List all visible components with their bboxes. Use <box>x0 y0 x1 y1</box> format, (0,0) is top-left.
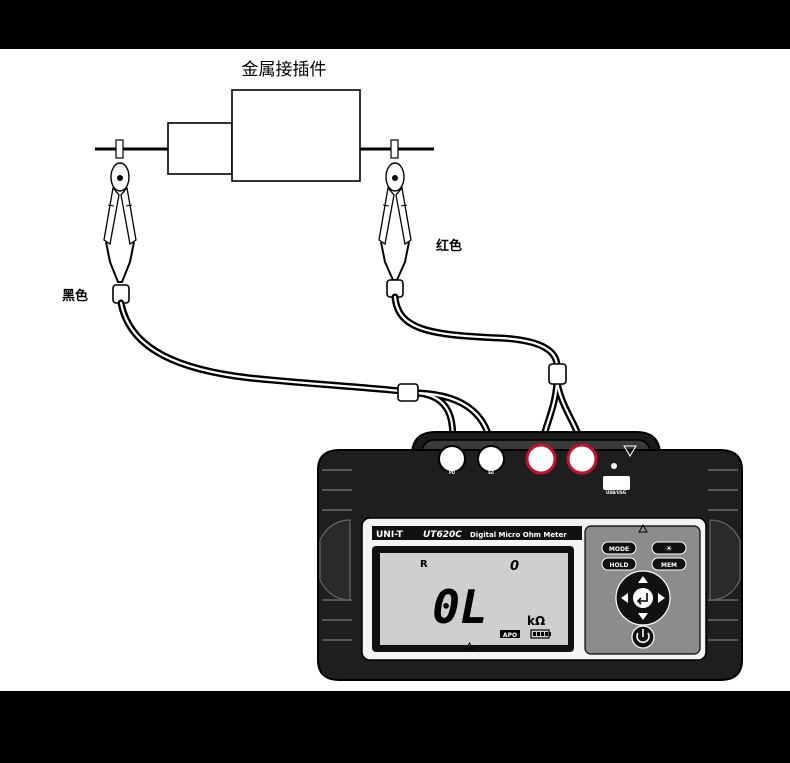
warning-icon <box>623 445 637 457</box>
power-button[interactable] <box>631 625 655 649</box>
lcd-corner-digit: 0 <box>510 559 519 574</box>
mode-button[interactable]: MODE <box>601 541 637 555</box>
lcd-apo-indicator: APO <box>503 632 517 639</box>
indicator-dot <box>611 463 617 469</box>
brand-logo: UNI-T <box>376 530 404 540</box>
power-icon <box>636 632 650 644</box>
backlight-button[interactable]: ☀ <box>651 541 687 555</box>
red-alligator-clip <box>378 139 412 298</box>
mode-button-label: MODE <box>609 546 629 553</box>
terminal-ed[interactable]: Ed <box>477 445 505 475</box>
black-cable-splitter <box>397 383 419 402</box>
connector-large-body <box>231 89 361 182</box>
enter-button[interactable] <box>633 588 653 608</box>
mem-button-label: MEM <box>661 562 677 569</box>
black-lead-label: 黑色 <box>62 288 88 304</box>
bottom-black-bar <box>0 691 790 763</box>
warning-icon <box>638 523 648 533</box>
lcd-range-letter: R <box>420 559 428 570</box>
black-alligator-clip <box>103 139 137 304</box>
red-lead-label: 红色 <box>436 238 462 254</box>
battery-icon <box>530 629 551 639</box>
enter-icon <box>636 593 648 605</box>
warning-icon <box>465 642 474 650</box>
hold-button[interactable]: HOLD <box>601 557 637 571</box>
terminal-red-2[interactable] <box>566 443 598 475</box>
down-arrow-icon[interactable] <box>638 613 648 620</box>
up-arrow-icon[interactable] <box>638 576 648 583</box>
brand-strip <box>372 526 582 540</box>
hold-button-label: HOLD <box>610 562 629 569</box>
terminal-red-1[interactable] <box>525 443 557 475</box>
red-cable-splitter <box>548 363 567 385</box>
terminal-pd[interactable]: PD <box>438 445 466 475</box>
model-name: UT620C <box>423 530 462 540</box>
mem-button[interactable]: MEM <box>651 557 687 571</box>
terminal-pd-label: PD <box>449 470 456 475</box>
meter-subtitle: Digital Micro Ohm Meter <box>470 531 567 539</box>
usb-port-label: USB/USG <box>606 490 626 495</box>
navigation-pad[interactable] <box>615 570 671 626</box>
right-arrow-icon[interactable] <box>658 593 665 603</box>
left-arrow-icon[interactable] <box>621 593 628 603</box>
lcd-unit: kΩ <box>527 614 545 628</box>
top-black-bar <box>0 0 790 49</box>
usb-port[interactable] <box>603 476 630 490</box>
lcd-reading: 0L <box>432 580 487 634</box>
connector-small-body <box>167 122 233 175</box>
connector-label: 金属接插件 <box>242 60 327 80</box>
light-icon: ☀ <box>665 544 672 553</box>
terminal-ed-label: Ed <box>488 470 494 475</box>
